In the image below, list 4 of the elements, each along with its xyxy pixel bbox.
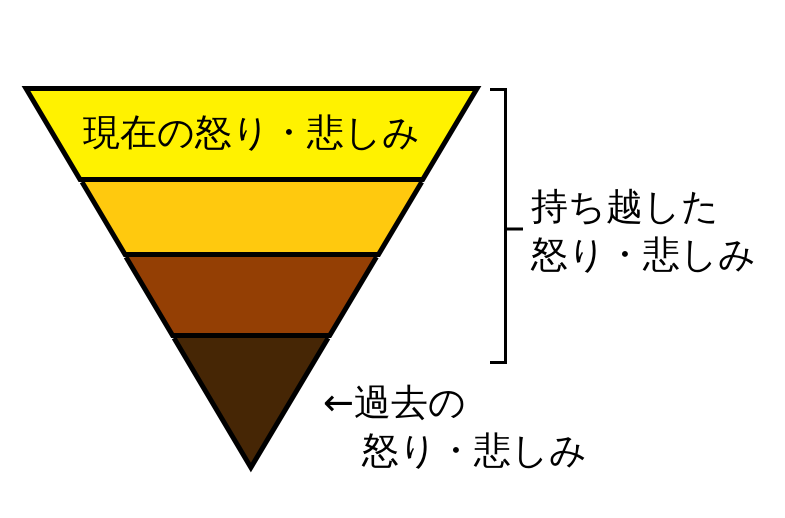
- bracket-label: 持ち越した怒り・悲しみ: [531, 184, 756, 278]
- band-label: 現在の怒り・悲しみ: [83, 110, 420, 156]
- annotation-text: ←過去の怒り・悲しみ: [323, 380, 587, 474]
- trapezoid-band: [20, 86, 483, 182]
